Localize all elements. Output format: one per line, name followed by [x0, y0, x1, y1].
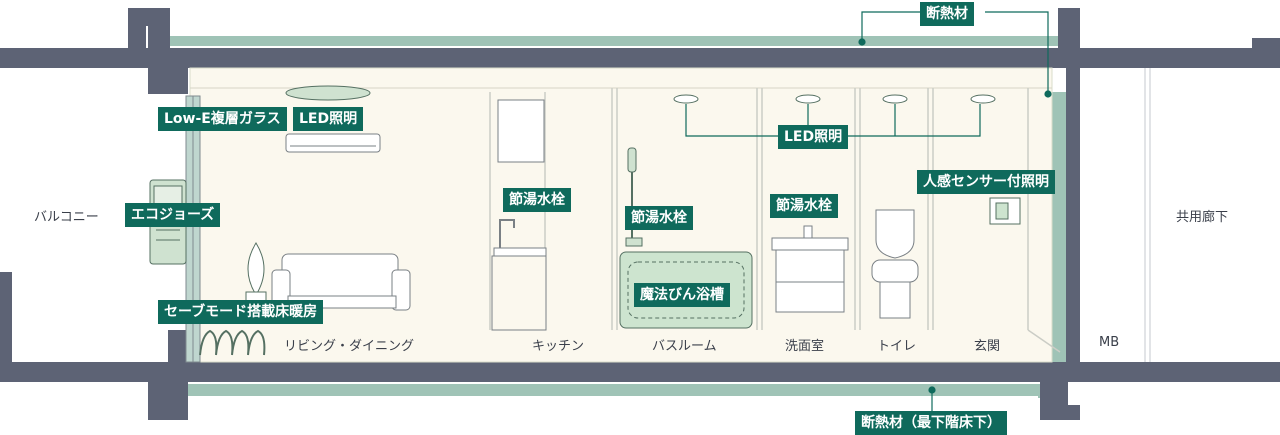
room-living: リビング・ダイニング — [284, 339, 415, 354]
led-light-living-label: LED照明 — [293, 107, 364, 131]
water-saving-faucet-kitchen-label: 節湯水栓 — [503, 188, 571, 212]
ceiling-light-icon — [285, 85, 371, 101]
room-kitchen: キッチン — [532, 339, 585, 354]
mahou-bin-bath-label: 魔法びん浴槽 — [634, 283, 730, 307]
insulation-bottom-label: 断熱材（最下階床下） — [855, 411, 1007, 435]
low-e-glass-label: Low-E複層ガラス — [158, 107, 287, 131]
right-space — [1080, 68, 1280, 362]
eco-jozu-label: エコジョーズ — [125, 203, 221, 227]
water-saving-faucet-wash-label: 節湯水栓 — [770, 194, 838, 218]
insulation-top-label: 断熱材 — [920, 2, 974, 26]
room-bath: バスルーム — [652, 339, 717, 354]
led-light-downlights-label: LED照明 — [778, 125, 849, 149]
room-toilet: トイレ — [877, 339, 917, 354]
mb-label: MB — [1099, 335, 1120, 350]
wash-basin-icon — [771, 225, 849, 313]
motion-sensor-light-label: 人感センサー付照明 — [917, 170, 1055, 194]
sensor-switch-icon — [989, 197, 1021, 225]
air-conditioner-icon — [285, 133, 381, 153]
room-entrance: 玄関 — [974, 339, 1001, 354]
floor-heating-icon — [199, 329, 266, 356]
downlight-icon — [673, 94, 996, 104]
corridor-label: 共用廊下 — [1176, 210, 1229, 225]
sofa-icon — [271, 253, 411, 311]
water-saving-faucet-bath-label: 節湯水栓 — [625, 206, 693, 230]
room-washroom: 洗面室 — [785, 339, 825, 354]
save-mode-floor-heating-label: セーブモード搭載床暖房 — [158, 300, 324, 324]
kitchen-faucet-icon — [491, 99, 547, 331]
structure-walls — [0, 8, 1280, 420]
toilet-icon — [871, 209, 919, 319]
balcony-label: バルコニー — [34, 210, 99, 225]
